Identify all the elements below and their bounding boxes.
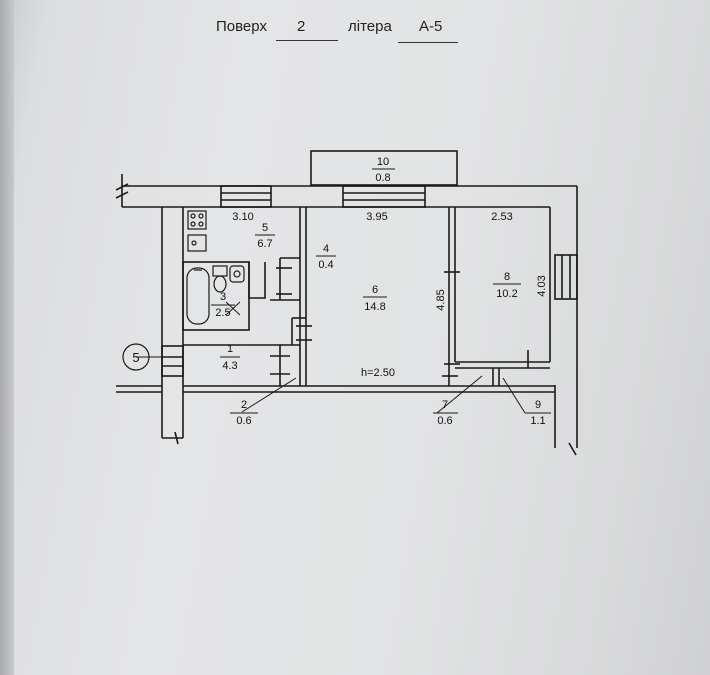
room-4-number: 4	[323, 243, 329, 255]
room-10-area: 0.8	[375, 172, 390, 184]
ceiling-height: h=2.50	[361, 367, 395, 379]
window-kitchen	[220, 185, 272, 208]
window-corridor	[161, 345, 184, 377]
room-8-number: 8	[504, 271, 510, 283]
room-1-number: 1	[227, 343, 233, 355]
room-2-number: 2	[241, 399, 247, 411]
room-10-number: 10	[377, 156, 389, 168]
dim-living-depth: 4.85	[435, 289, 447, 310]
room-6-area: 14.8	[364, 301, 385, 313]
stove-icon	[187, 210, 207, 230]
room-7-number: 7	[442, 399, 448, 411]
room-9-number: 9	[535, 399, 541, 411]
letter-value: А-5	[419, 18, 443, 35]
room-5-area: 6.7	[257, 238, 272, 250]
room-7-area: 0.6	[437, 415, 452, 427]
bathtub-icon	[186, 267, 210, 325]
kitchen-sink-icon	[187, 234, 207, 252]
room-8-area: 10.2	[496, 288, 517, 300]
axis-marker-circle	[122, 343, 150, 371]
axis-marker-label: 5	[132, 350, 139, 365]
dim-bedroom-width: 2.53	[491, 211, 512, 223]
sink-icon	[229, 265, 245, 283]
floor-underline	[276, 40, 338, 41]
plan-header: Поверх 2 літера А-5	[0, 18, 710, 48]
toilet-icon	[212, 265, 228, 293]
scan-edge	[0, 0, 14, 675]
room-2-area: 0.6	[236, 415, 251, 427]
letter-label: літера	[348, 18, 392, 35]
dim-kitchen-width: 3.10	[232, 211, 253, 223]
letter-underline	[398, 42, 458, 43]
room-4-area: 0.4	[318, 259, 333, 271]
dim-bedroom-depth: 4.03	[536, 275, 548, 296]
floor-value: 2	[297, 18, 306, 35]
room-3-area: 2.5	[215, 307, 230, 319]
room-9-area: 1.1	[530, 415, 545, 427]
balcony-outline	[310, 150, 458, 186]
room-5-number: 5	[262, 222, 268, 234]
window-living	[342, 185, 426, 208]
floor-label: Поверх	[216, 18, 267, 35]
room-1-area: 4.3	[222, 360, 237, 372]
dim-living-width: 3.95	[366, 211, 387, 223]
room-6-number: 6	[372, 284, 378, 296]
window-bedroom	[554, 254, 578, 300]
room-3-number: 3	[220, 291, 226, 303]
